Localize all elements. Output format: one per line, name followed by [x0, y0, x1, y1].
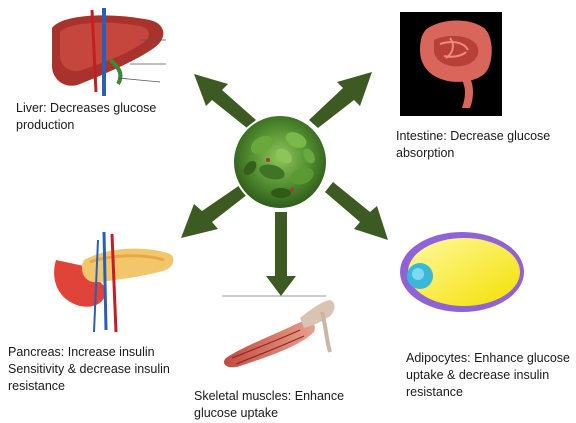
muscle-caption: Skeletal muscles: Enhance glucose uptake [194, 388, 362, 422]
herb-plant-photo [233, 115, 327, 209]
pancreas-icon [54, 232, 173, 332]
adipocyte-icon [400, 232, 524, 312]
liver-caption: Liver: Decreases glucose production [16, 100, 186, 134]
arrow-to-adipocyte [325, 182, 388, 240]
intestine-icon [400, 12, 502, 116]
intestine-caption: Intestine: Decrease glucose absorption [396, 128, 572, 162]
liver-icon [40, 6, 168, 96]
skeletal-muscle-icon [222, 296, 335, 367]
pancreas-caption: Pancreas: Increase insulin Sensitivity &… [8, 344, 176, 395]
arrow-to-pancreas [181, 185, 248, 238]
arrow-to-liver [194, 74, 256, 128]
arrow-to-muscle [266, 212, 296, 296]
arrow-to-intestine [309, 72, 372, 128]
adipocyte-caption: Adipocytes: Enhance glucose uptake & dec… [406, 350, 574, 401]
